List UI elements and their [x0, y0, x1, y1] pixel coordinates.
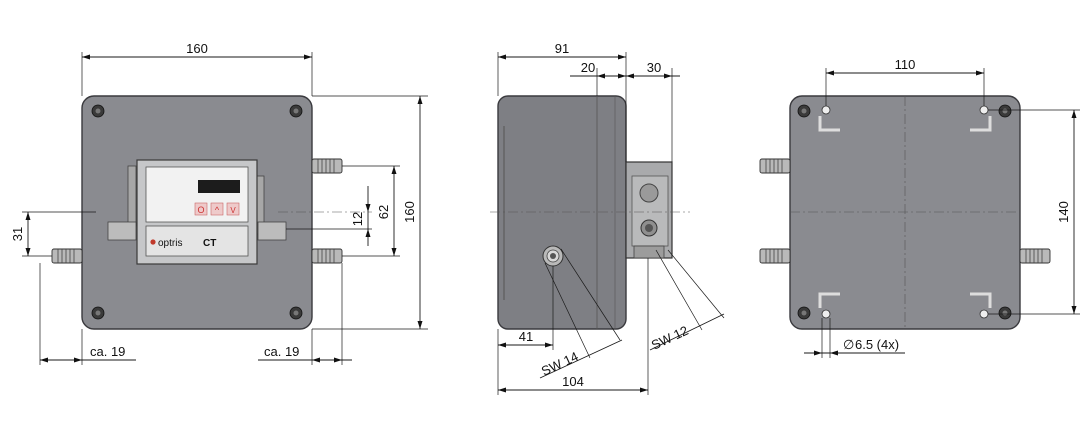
internal-connector-right — [257, 221, 287, 241]
model-name: CT — [203, 238, 216, 249]
dim-wrench-12: SW 12 — [649, 323, 691, 353]
lcd-display — [198, 180, 240, 193]
logo-dot-icon — [150, 239, 156, 245]
diameter-symbol-icon: ∅ — [843, 337, 854, 352]
screw-icon — [998, 306, 1012, 320]
dim-side-depth: 91 — [555, 41, 569, 56]
internal-connector-left — [107, 221, 137, 241]
dim-protrusion-right: ca. 19 — [264, 344, 299, 359]
dim-head-depth: 30 — [647, 60, 661, 75]
screw-icon — [797, 306, 811, 320]
side-enclosure — [497, 95, 627, 330]
dim-front-width: 160 — [186, 41, 208, 56]
cable-gland-icon — [51, 248, 83, 264]
cable-gland-icon — [311, 248, 343, 264]
dim-gland-position: 41 — [519, 329, 533, 344]
screw-icon — [289, 306, 303, 320]
button-row: O ^ V — [194, 202, 240, 216]
screw-icon — [797, 104, 811, 118]
brand-logo: optris — [158, 238, 182, 249]
button-mode[interactable]: O — [197, 205, 204, 215]
screw-icon — [998, 104, 1012, 118]
dim-protrusion-left: ca. 19 — [90, 344, 125, 359]
dim-offset-31: 31 — [10, 227, 25, 241]
side-view: 91 20 30 41 104 SW 14 SW — [490, 41, 725, 395]
dim-offset-12: 12 — [350, 212, 365, 226]
cable-gland-icon — [1019, 248, 1051, 264]
screw-icon — [91, 104, 105, 118]
dim-gland-spacing: 62 — [376, 205, 391, 219]
screw-icon — [91, 306, 105, 320]
cable-gland-icon — [759, 248, 791, 264]
dim-hole-diameter: 6.5 (4x) — [855, 337, 899, 352]
mounting-holes — [818, 105, 992, 319]
screw-icon — [289, 104, 303, 118]
dim-front-height: 160 — [402, 201, 417, 223]
button-down[interactable]: V — [230, 206, 236, 215]
dim-overall-depth: 104 — [562, 374, 584, 389]
cable-gland-icon — [759, 158, 791, 174]
label-plate — [145, 225, 249, 257]
dim-hole-spacing-h: 110 — [895, 57, 916, 72]
dim-hole-spacing-v: 140 — [1056, 201, 1071, 223]
button-up[interactable]: ^ — [215, 205, 220, 215]
front-view: O ^ V optris CT 160 160 62 — [10, 41, 428, 365]
dim-lid-offset: 20 — [581, 60, 595, 75]
back-view: 110 140 ∅ 6.5 (4x) — [759, 57, 1080, 358]
cable-gland-icon — [311, 158, 343, 174]
